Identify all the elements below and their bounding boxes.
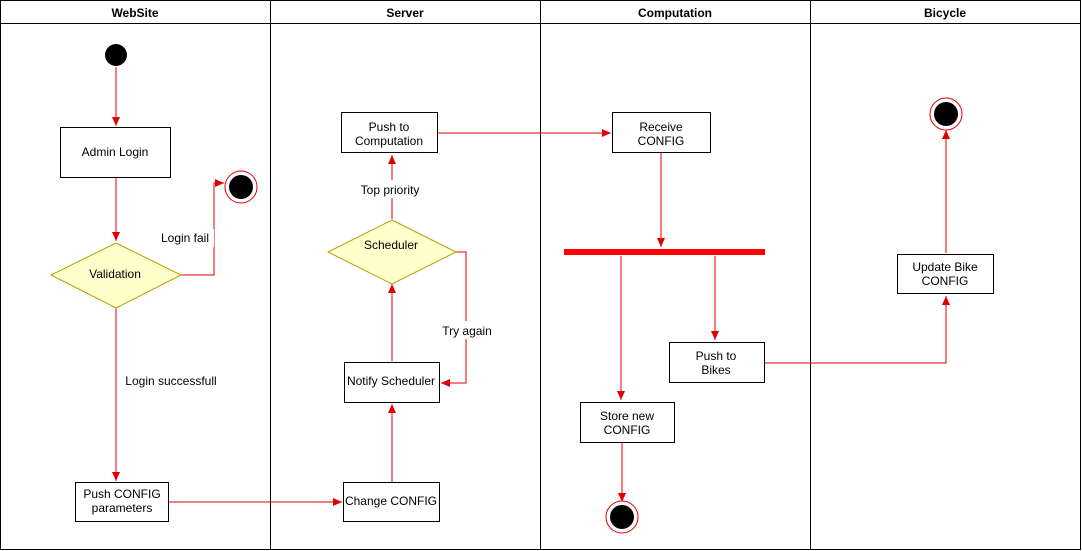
receive-config-node (612, 112, 711, 153)
edge-label-top-priority: Top priority (361, 183, 420, 197)
store-new-config-label-1: Store new (600, 409, 654, 423)
edge-pushbikes-to-update (764, 296, 950, 364)
admin-login-node (60, 127, 171, 178)
lane-title-bicycle: Bicycle (924, 6, 966, 20)
admin-login-label: Admin Login (82, 145, 149, 159)
receive-config-label-1: Receive (639, 120, 683, 134)
scheduler-decision (326, 219, 458, 285)
end-node-computation (610, 505, 634, 529)
change-config-label: Change CONFIG (345, 494, 437, 508)
fork-bar (564, 249, 765, 255)
edge-scheduler-retry (441, 251, 467, 387)
lane-title-server: Server (386, 6, 424, 20)
push-config-parameters-node (75, 482, 169, 522)
end-node-login-fail (229, 175, 253, 199)
notify-scheduler-node (344, 362, 440, 403)
receive-config-label-2: CONFIG (638, 134, 685, 148)
label-bg-login-success (118, 372, 222, 390)
label-bg-try-again (438, 321, 496, 339)
lane-title-website: WebSite (111, 6, 158, 20)
change-config-node (343, 482, 440, 522)
edge-label-login-success: Login successfull (125, 374, 216, 388)
update-bike-config-label-2: CONFIG (922, 274, 969, 288)
notify-scheduler-label: Notify Scheduler (347, 374, 435, 388)
validation-label: Validation (89, 267, 141, 281)
push-to-bikes-label-2: Bikes (701, 363, 730, 377)
store-new-config-label-2: CONFIG (604, 423, 651, 437)
label-bg-login-fail (158, 229, 214, 247)
push-to-computation-label-1: Push to (369, 120, 410, 134)
push-to-bikes-label-1: Push to (696, 349, 737, 363)
push-config-parameters-label-2: parameters (92, 501, 153, 515)
store-new-config-node (580, 402, 675, 443)
push-config-parameters-label-1: Push CONFIG (83, 487, 160, 501)
push-to-computation-node (341, 112, 438, 153)
lane-title-computation: Computation (638, 6, 712, 20)
update-bike-config-node (897, 254, 994, 294)
label-bg-top-priority (356, 180, 428, 198)
end-node-bicycle (934, 102, 958, 126)
start-node (105, 44, 127, 66)
push-to-computation-label-2: Computation (355, 134, 423, 148)
scheduler-label: Scheduler (364, 238, 418, 252)
update-bike-config-label-1: Update Bike (912, 260, 978, 274)
validation-decision (49, 242, 183, 309)
push-to-bikes-node (669, 342, 765, 383)
edge-label-try-again: Try again (442, 324, 492, 338)
edge-label-login-fail: Login fail (161, 231, 209, 245)
